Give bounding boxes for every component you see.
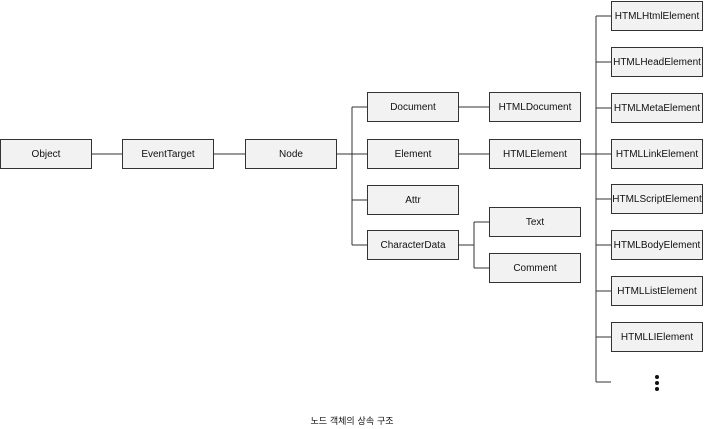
node-characterdata: CharacterData — [367, 230, 459, 260]
node-eventtarget: EventTarget — [122, 139, 214, 169]
node-htmlhtmlelement: HTMLHtmlElement — [611, 1, 703, 31]
node-document: Document — [367, 92, 459, 122]
node-htmlmetaelement: HTMLMetaElement — [611, 93, 703, 123]
node-htmlscriptelement: HTMLScriptElement — [611, 184, 703, 214]
figure-caption: 노드 객체의 상속 구조 — [310, 417, 394, 427]
node-element: Element — [367, 139, 459, 169]
node-htmldocument: HTMLDocument — [489, 92, 581, 122]
node-htmlelement: HTMLElement — [489, 139, 581, 169]
node-attr: Attr — [367, 185, 459, 215]
node-htmlheadelement: HTMLHeadElement — [611, 47, 703, 77]
node-htmllinkelement: HTMLLinkElement — [611, 139, 703, 169]
node-htmllielement: HTMLLIElement — [611, 322, 703, 352]
node-comment: Comment — [489, 253, 581, 283]
node-object: Object — [0, 139, 92, 169]
node-htmllistelement: HTMLListElement — [611, 276, 703, 306]
node-node: Node — [245, 139, 337, 169]
node-text: Text — [489, 207, 581, 237]
node-htmlbodyelement: HTMLBodyElement — [611, 230, 703, 260]
